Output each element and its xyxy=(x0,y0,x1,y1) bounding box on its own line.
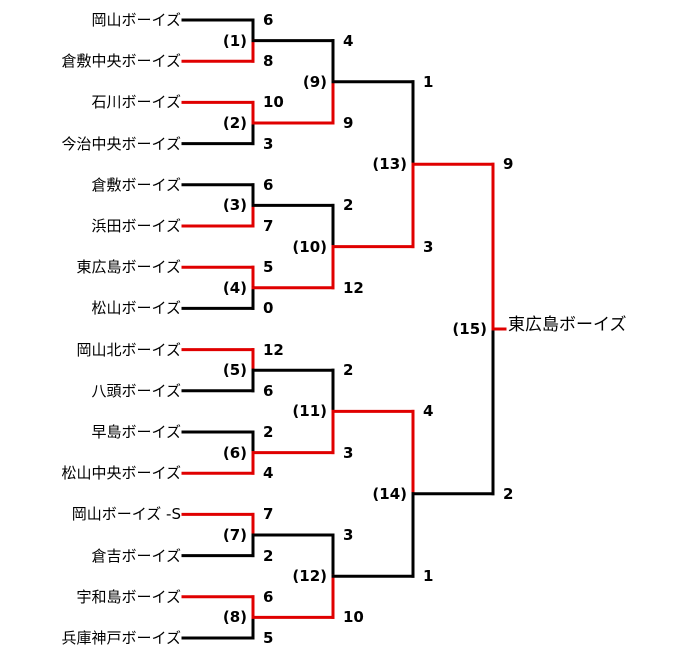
match-label: (9) xyxy=(302,72,327,91)
score-bottom: 5 xyxy=(263,629,274,647)
score-top: 7 xyxy=(263,505,274,524)
match-label: (13) xyxy=(372,155,407,174)
score-top: 10 xyxy=(263,93,284,112)
match-label: (6) xyxy=(222,443,247,462)
team-name: 今治中央ボーイズ xyxy=(61,134,181,153)
score-top: 9 xyxy=(503,155,514,174)
match-label: (12) xyxy=(292,567,327,586)
score-top: 3 xyxy=(343,526,354,544)
match-label: (7) xyxy=(222,526,247,544)
team-name: 岡山ボーイズ xyxy=(91,11,181,29)
team-name: 兵庫神戸ボーイズ xyxy=(61,629,181,647)
score-bottom: 2 xyxy=(263,546,274,565)
score-top: 6 xyxy=(263,11,274,29)
match-label: (10) xyxy=(292,237,327,256)
score-top: 12 xyxy=(263,340,284,359)
team-name: 八頭ボーイズ xyxy=(91,381,181,400)
score-bottom: 7 xyxy=(263,217,274,235)
team-name: 岡山ボーイズ -S xyxy=(71,505,181,524)
score-top: 2 xyxy=(263,423,274,441)
match-label: (3) xyxy=(222,196,247,215)
score-bottom: 8 xyxy=(263,52,274,71)
match-label: (11) xyxy=(292,402,327,421)
score-top: 2 xyxy=(343,361,354,380)
match-label: (4) xyxy=(222,278,247,297)
champion-name: 東広島ボーイズ xyxy=(508,315,627,335)
team-name: 倉敷ボーイズ xyxy=(91,175,181,194)
match-label: (14) xyxy=(372,484,407,503)
score-top: 5 xyxy=(263,258,274,277)
match-label: (1) xyxy=(222,31,247,50)
team-name: 倉吉ボーイズ xyxy=(91,546,181,565)
match-label: (2) xyxy=(222,114,247,132)
match-label: (15) xyxy=(452,320,487,338)
team-name: 早島ボーイズ xyxy=(91,423,181,441)
team-name: 松山ボーイズ xyxy=(91,299,181,318)
team-name: 倉敷中央ボーイズ xyxy=(61,52,181,71)
score-top: 4 xyxy=(343,31,354,50)
score-bottom: 4 xyxy=(263,464,274,483)
match-label: (8) xyxy=(222,608,247,627)
score-top: 6 xyxy=(263,587,274,606)
team-name: 浜田ボーイズ xyxy=(91,217,181,235)
score-bottom: 12 xyxy=(343,278,364,297)
score-top: 4 xyxy=(423,402,434,421)
score-top: 6 xyxy=(263,175,274,194)
score-bottom: 0 xyxy=(263,299,274,318)
score-top: 2 xyxy=(343,196,354,215)
match-label: (5) xyxy=(222,361,247,380)
score-bottom: 9 xyxy=(343,114,354,132)
score-top: 1 xyxy=(423,72,434,91)
score-bottom: 3 xyxy=(423,237,434,256)
score-bottom: 6 xyxy=(263,381,274,400)
team-name: 松山中央ボーイズ xyxy=(61,464,181,483)
team-name: 石川ボーイズ xyxy=(91,93,181,112)
score-bottom: 3 xyxy=(263,134,274,153)
team-name: 東広島ボーイズ xyxy=(76,258,181,277)
team-name: 岡山北ボーイズ xyxy=(76,340,181,359)
score-bottom: 1 xyxy=(423,567,434,586)
team-name: 宇和島ボーイズ xyxy=(76,587,181,606)
score-bottom: 10 xyxy=(343,608,364,627)
score-bottom: 3 xyxy=(343,443,354,462)
score-bottom: 2 xyxy=(503,484,514,503)
